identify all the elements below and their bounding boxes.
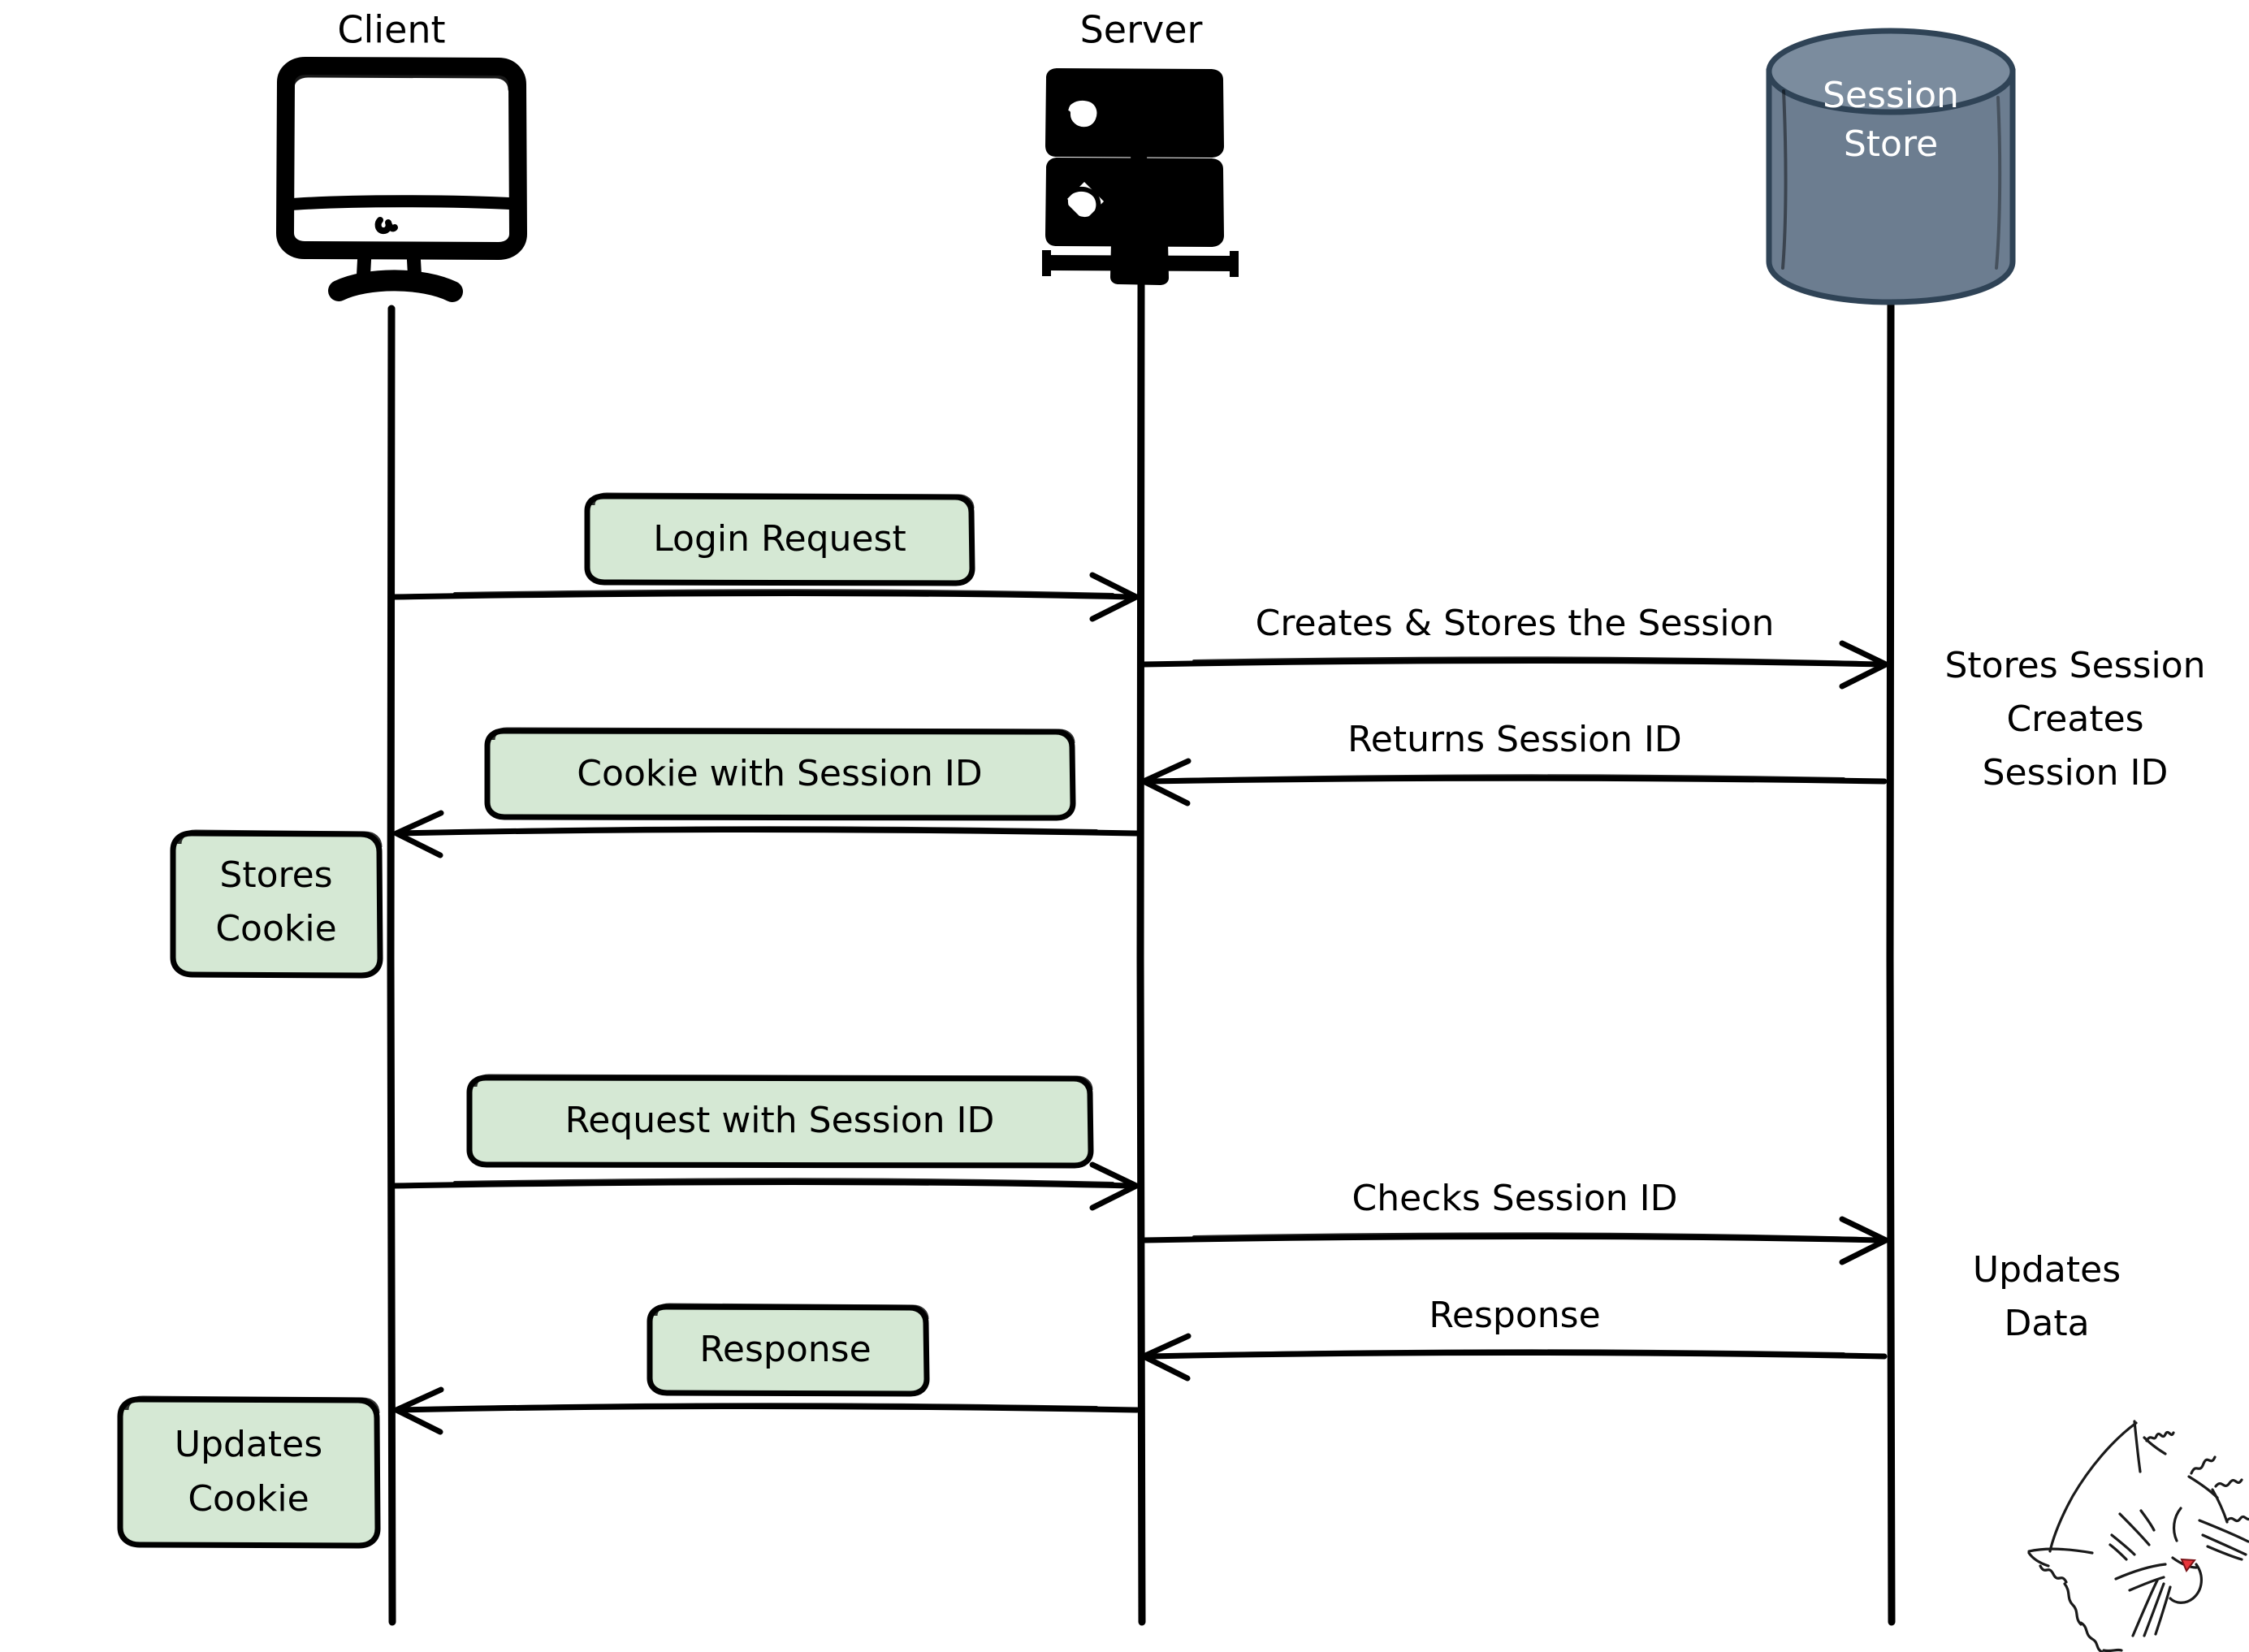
note-stores-cookie-line1: Stores — [219, 854, 332, 896]
message-label-request-with-session-id: Request with Session ID — [565, 1100, 995, 1141]
message-label-response-store-to-server: Response — [1429, 1295, 1600, 1336]
note-updates-cookie-line2: Cookie — [188, 1478, 309, 1520]
lifeline-server — [1136, 280, 1146, 1626]
message-returns-session-id: Returns Session ID — [1140, 719, 1888, 807]
message-label-creates-stores-session: Creates & Stores the Session — [1256, 603, 1775, 644]
message-label-cookie-with-session-id: Cookie with Session ID — [577, 753, 982, 794]
message-login-request: Login Request — [391, 492, 1140, 622]
message-label-login-request: Login Request — [653, 518, 906, 560]
message-response-store-to-server: Response — [1140, 1295, 1888, 1382]
side-label-updates-data: Updates Data — [1973, 1249, 2121, 1344]
actor-label-client: Client — [337, 8, 445, 52]
desktop-monitor-icon: Client — [276, 8, 527, 302]
message-request-with-session-id: Request with Session ID — [391, 1074, 1140, 1211]
side-label-stores-session: Stores Session Creates Session ID — [1944, 645, 2205, 794]
note-request-with-session-id: Request with Session ID — [466, 1074, 1094, 1169]
server-rack-icon: Server — [1042, 8, 1239, 285]
note-login-request: Login Request — [584, 492, 975, 586]
side-label-stores-session-line2: Creates — [2006, 698, 2143, 740]
side-label-updates-data-line1: Updates — [1973, 1249, 2121, 1291]
cat-head-sketch — [2027, 1420, 2249, 1652]
message-creates-stores-session: Creates & Stores the Session — [1140, 603, 1889, 690]
side-label-stores-session-line1: Stores Session — [1944, 645, 2205, 686]
message-label-response-server-to-client: Response — [699, 1329, 871, 1370]
note-stores-cookie-line2: Cookie — [215, 908, 336, 949]
note-updates-cookie-line1: Updates — [175, 1424, 322, 1465]
message-label-checks-session-id: Checks Session ID — [1352, 1178, 1678, 1219]
message-checks-session-id: Checks Session ID — [1140, 1178, 1889, 1265]
lifeline-client — [387, 305, 396, 1626]
message-response-server-to-client: Response — [393, 1303, 1140, 1435]
note-response-server-to-client: Response — [647, 1303, 930, 1397]
note-stores-cookie: Stores Cookie — [170, 829, 383, 979]
session-store-label-line2: Store — [1844, 123, 1938, 165]
message-cookie-with-session-id: Cookie with Session ID — [393, 727, 1140, 858]
actor-label-server: Server — [1080, 8, 1203, 52]
note-updates-cookie: Updates Cookie — [117, 1395, 381, 1549]
side-label-stores-session-line3: Session ID — [1983, 752, 2169, 794]
note-cookie-with-session-id: Cookie with Session ID — [484, 727, 1076, 821]
database-cylinder-icon: Session Store — [1766, 28, 2016, 305]
message-label-returns-session-id: Returns Session ID — [1347, 719, 1682, 760]
lifelines-group — [387, 280, 1896, 1626]
lifeline-session-store — [1886, 296, 1896, 1626]
session-store-label-line1: Session — [1823, 75, 1959, 116]
side-label-updates-data-line2: Data — [2004, 1303, 2089, 1344]
